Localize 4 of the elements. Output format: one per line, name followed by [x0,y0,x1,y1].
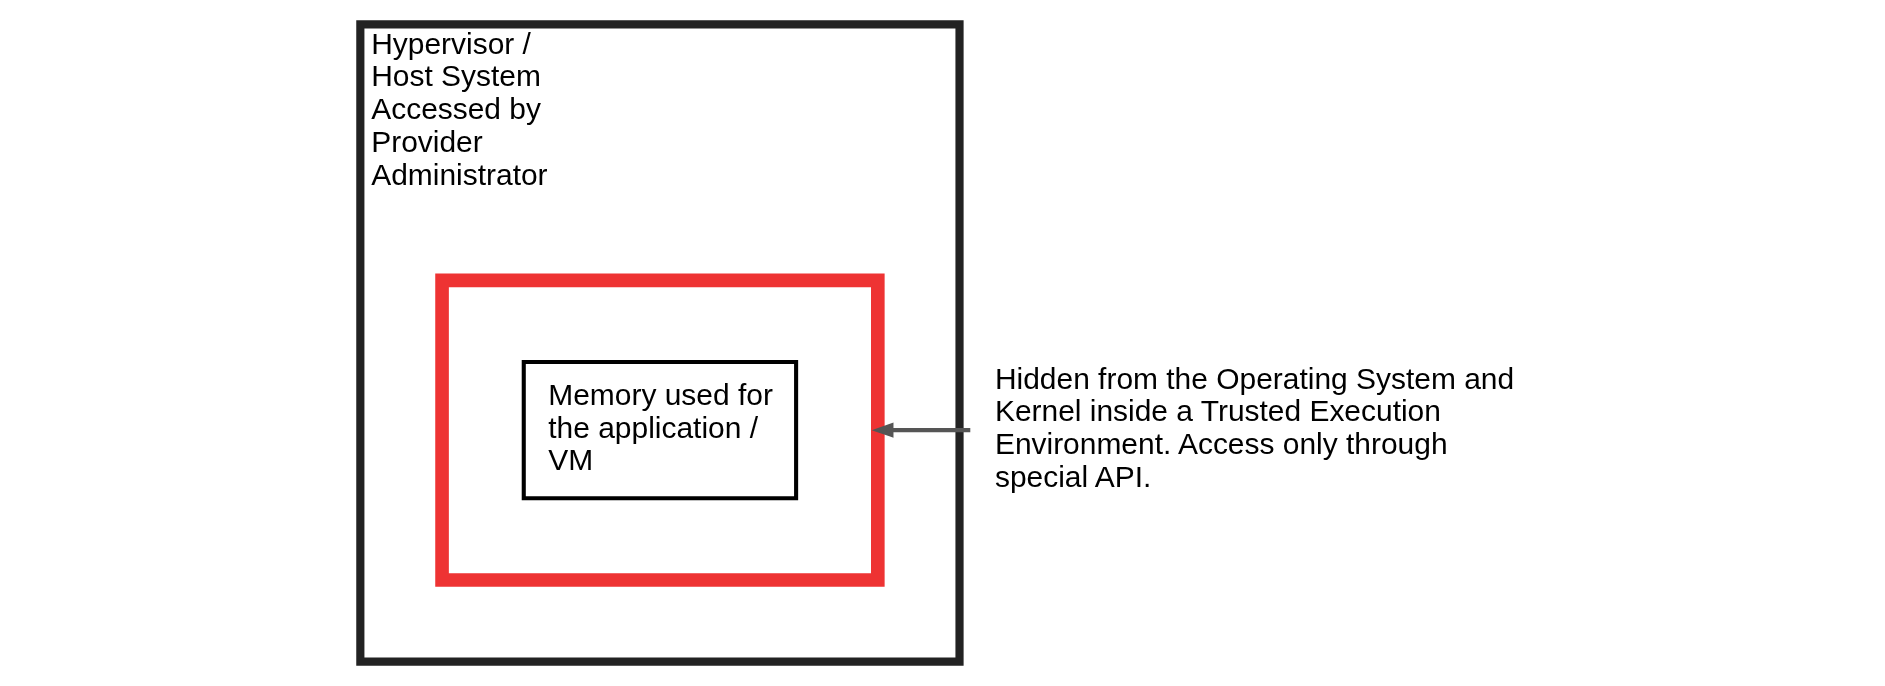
arrow [871,422,971,438]
node-box: Memory used for the application / VM [521,360,799,501]
cluster [435,273,885,587]
node-text: Hidden from the Operating System and Kernel inside a Trusted Execution Environment. Access only through special API. [994,361,1515,493]
